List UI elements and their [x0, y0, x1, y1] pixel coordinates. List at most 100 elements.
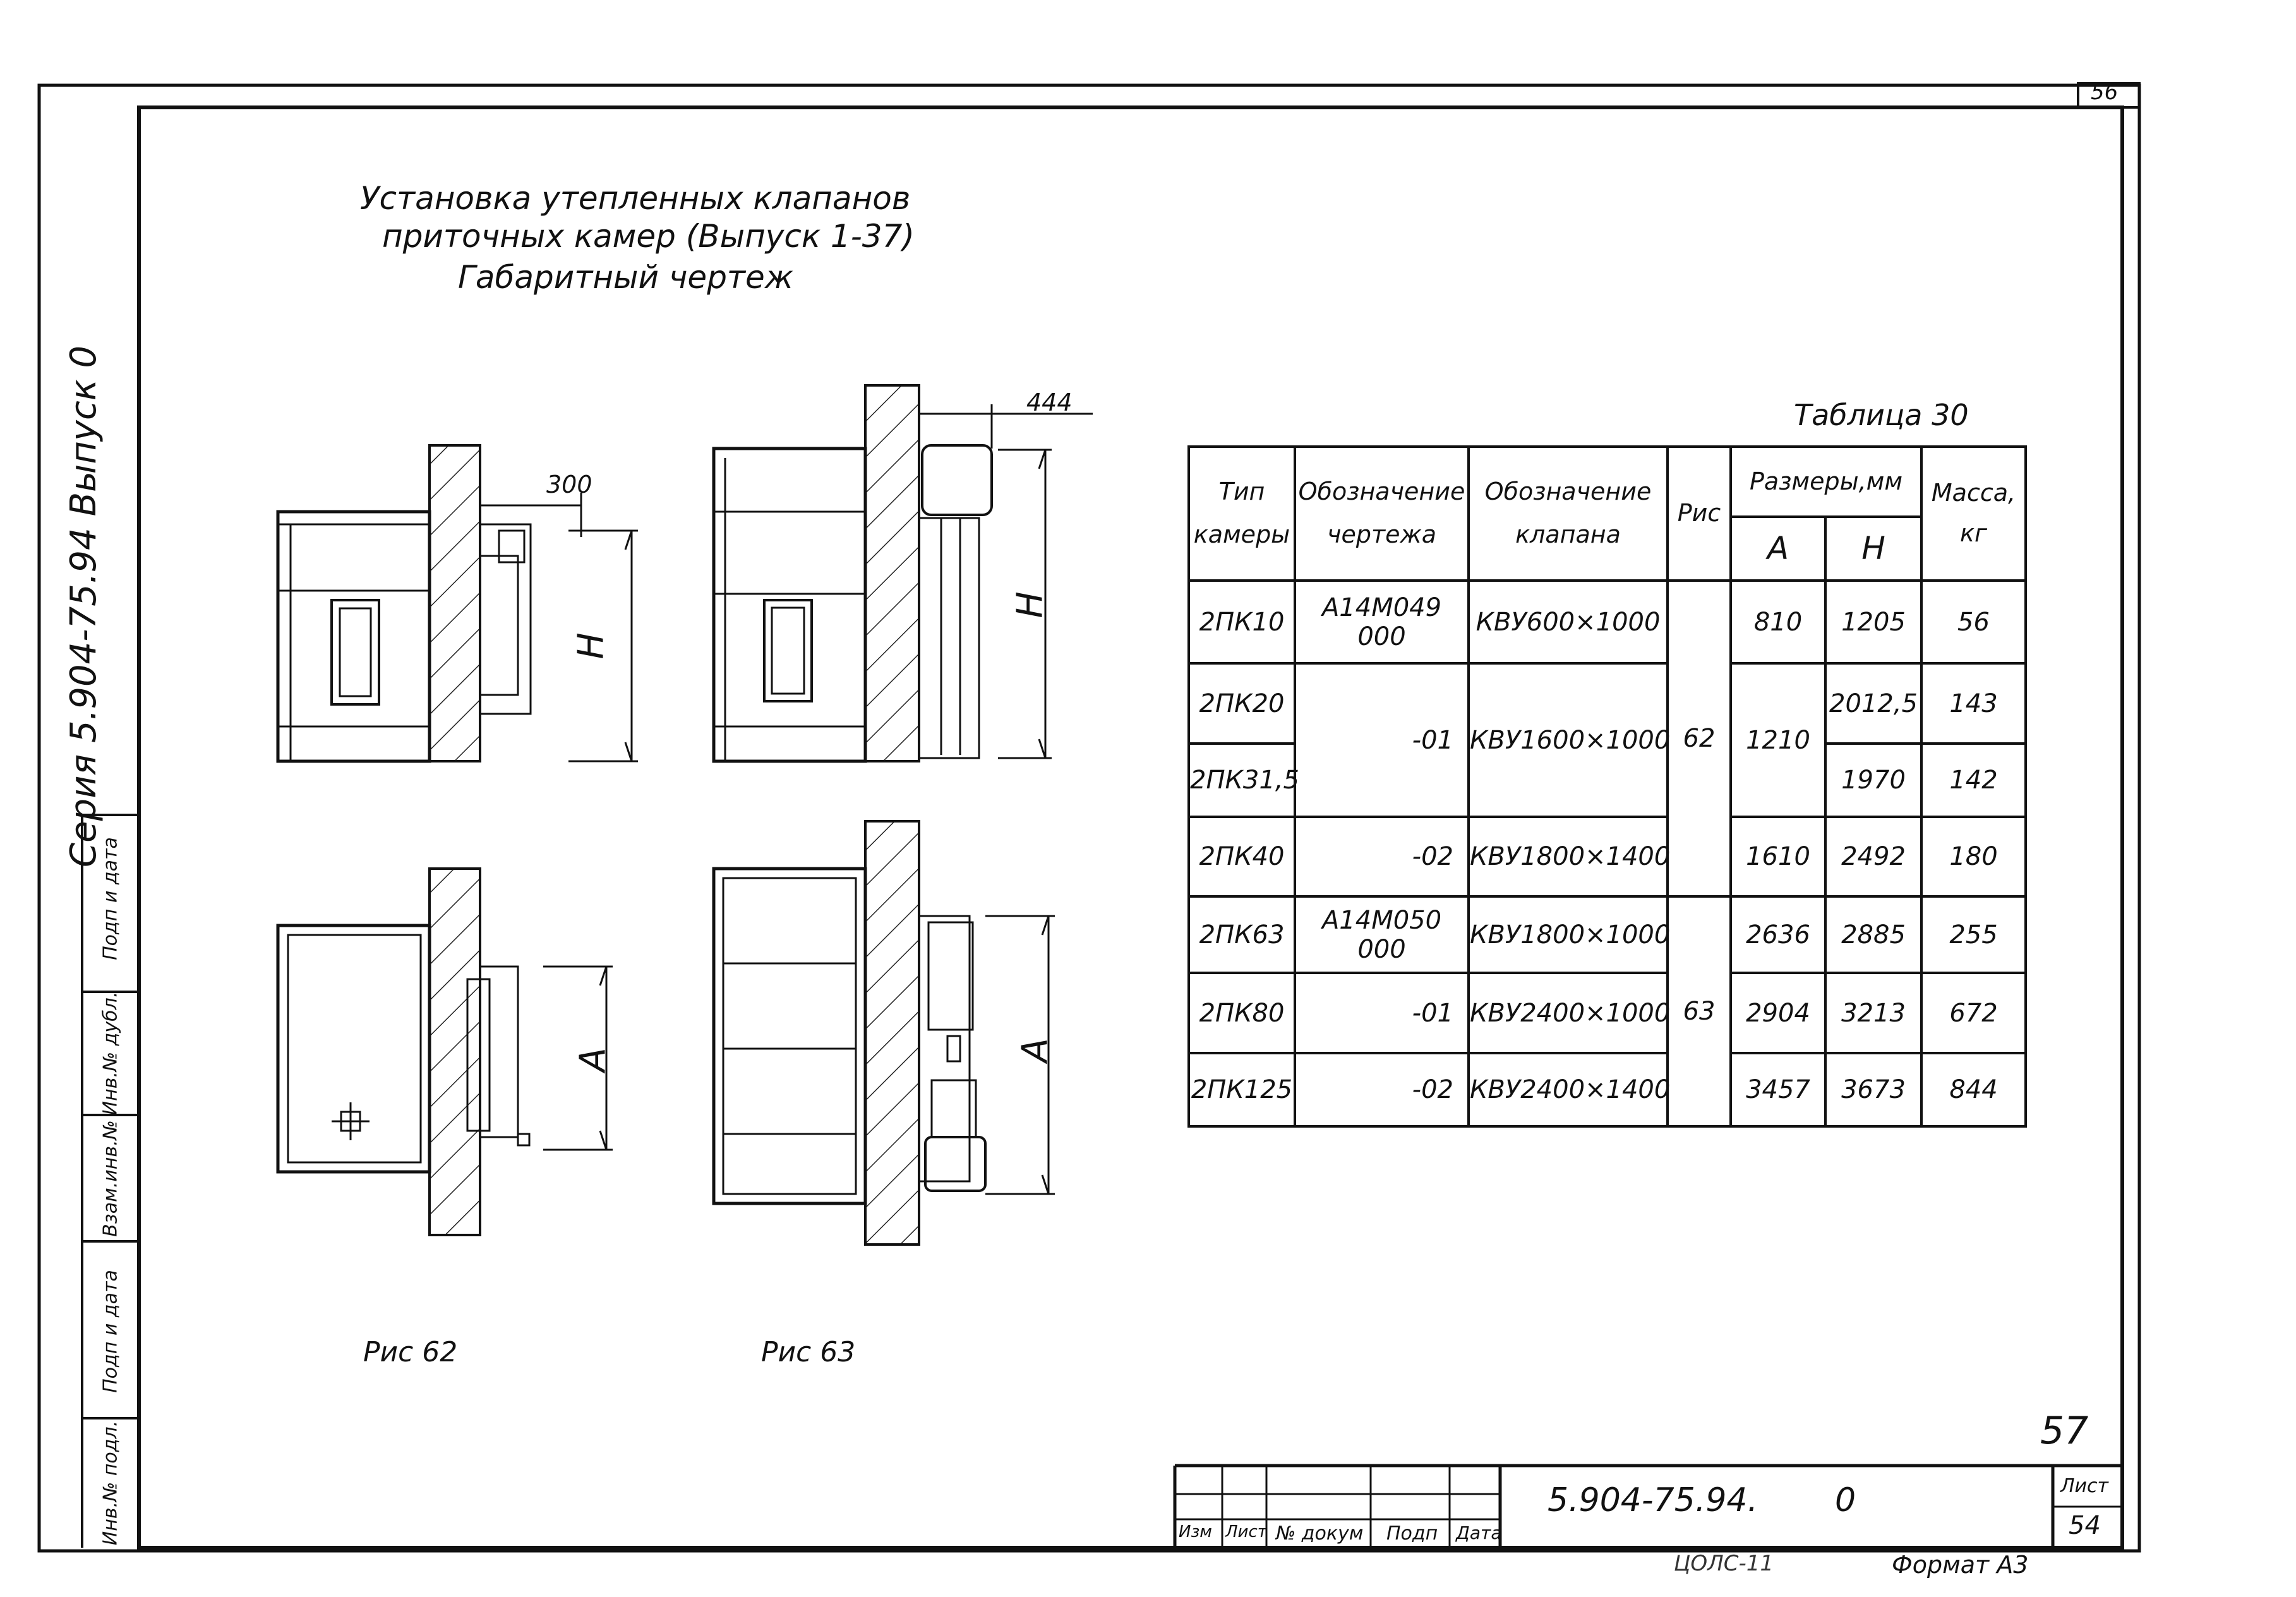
fig62-bottom-drawing [276, 867, 613, 1236]
cell-valve: КВУ1800×1000 [1467, 895, 1670, 975]
cell-mass: 143 [1920, 662, 2027, 745]
side-stamp-inv-podl: Инв.№ подл. [99, 1420, 122, 1546]
cell-type: 2ПК20 [1187, 662, 1296, 745]
table-caption: Таблица 30 [1794, 398, 1969, 432]
dim-444: 444 [1026, 389, 1073, 416]
fig63-top-drawing [712, 384, 1093, 763]
inner-frame [137, 105, 2124, 1550]
table-row: 2ПК63 А14М050 000 КВУ1800×1000 63 2636 2… [1187, 895, 2027, 1128]
tb-col-doc: № докум [1276, 1522, 1364, 1545]
title-line-1: Установка утепленных клапанов [360, 180, 911, 217]
cell-fig: 63 [1666, 895, 1732, 1128]
dim-a-fig63: A [1014, 1038, 1056, 1063]
side-stamp-vzam-inv: Взам.инв.№ [99, 1120, 122, 1237]
copy-mark: ЦОЛС-11 [1674, 1551, 1774, 1576]
header-valve-line1: Обозначение [1484, 478, 1652, 506]
table-row: 2ПК20 -01 КВУ1600×1000 1210 2012,5 143 [1187, 662, 2027, 818]
dim-h-fig62: H [570, 632, 612, 660]
header-mass: Масса, кг [1920, 445, 2027, 582]
title-block-grid [1173, 1464, 2122, 1548]
spec-table: Тип камеры Обозначение чертежа Обозначен… [1187, 445, 2027, 1128]
cell-h: 2492 [1824, 815, 1923, 898]
fig62-label: Рис 62 [363, 1336, 458, 1368]
side-stamp-podp-data-2: Подп и дата [99, 1270, 122, 1393]
cell-valve: КВУ1800×1400 [1467, 815, 1670, 898]
fig63-label: Рис 63 [761, 1336, 856, 1368]
fig63-bottom-drawing [712, 820, 1055, 1246]
header-drawing-line2: чертежа [1327, 521, 1436, 549]
header-dim-a: A [1729, 515, 1827, 582]
cell-type: 2ПК40 [1187, 815, 1296, 898]
title-line-2: приточных камер (Выпуск 1-37) [382, 218, 915, 255]
cell-type: 2ПК31,5 [1187, 742, 1299, 818]
fig62-top-drawing [276, 444, 638, 763]
cell-type: 2ПК10 [1187, 579, 1296, 665]
cell-a: 2904 [1729, 972, 1827, 1054]
header-fig: Рис [1666, 445, 1732, 582]
cell-mass: 142 [1920, 742, 2027, 818]
dim-300: 300 [546, 471, 592, 498]
cell-valve: КВУ1600×1000 [1467, 662, 1670, 818]
format-label: Формат А3 [1892, 1551, 2029, 1579]
side-series-label: Серия 5.904-75.94 Выпуск 0 [63, 345, 104, 868]
header-mass-line2: кг [1960, 519, 1987, 548]
top-mark-box [2077, 82, 2141, 109]
cell-h: 2012,5 [1824, 662, 1923, 745]
doc-code: 5.904-75.94. [1548, 1481, 1758, 1519]
cell-mass: 672 [1920, 972, 2027, 1054]
side-stamp-podp-data-1: Подп и дата [99, 837, 122, 960]
dim-a-fig62: A [572, 1047, 614, 1072]
top-mark: 56 [2091, 80, 2119, 105]
cell-valve: КВУ2400×1000 [1467, 972, 1670, 1054]
side-stamp-column [81, 814, 139, 1548]
outer-frame [37, 83, 2141, 1553]
cell-h: 3673 [1824, 1051, 1923, 1128]
header-dim-h: H [1824, 515, 1923, 582]
sheet-label: Лист [2060, 1475, 2109, 1497]
cell-a: 1610 [1729, 815, 1827, 898]
tb-col-date: Дата [1456, 1522, 1502, 1543]
table-row: 2ПК31,5 1970 142 [1187, 742, 2027, 818]
cell-drawing: -01 [1294, 662, 1470, 818]
header-type: Тип камеры [1187, 445, 1296, 582]
cell-h: 3213 [1824, 972, 1923, 1054]
cell-mass: 255 [1920, 895, 2027, 975]
cell-mass: 180 [1920, 815, 2027, 898]
cell-drawing: -01 [1294, 972, 1470, 1054]
cell-type: 2ПК80 [1187, 972, 1296, 1054]
cell-drawing: -02 [1294, 815, 1470, 898]
header-valve-line2: клапана [1515, 521, 1621, 549]
cell-h: 1970 [1824, 742, 1923, 818]
header-type-line1: Тип [1218, 478, 1265, 506]
cell-a: 3457 [1729, 1051, 1827, 1128]
cell-drawing: А14М049 000 [1294, 579, 1470, 665]
side-stamp-inv-dubl: Инв.№ дубл. [99, 991, 122, 1116]
tb-col-izm: Изм [1179, 1522, 1212, 1541]
header-drawing: Обозначение чертежа [1294, 445, 1470, 582]
cell-fig: 62 [1666, 579, 1732, 898]
cell-a: 810 [1729, 579, 1827, 665]
header-dims: Размеры,мм [1729, 445, 1923, 519]
doc-issue: 0 [1835, 1481, 1856, 1519]
tb-col-list: Лист [1225, 1522, 1267, 1541]
cell-drawing: -02 [1294, 1051, 1470, 1128]
sheet-number: 54 [2069, 1511, 2101, 1540]
tb-col-sign: Подп [1386, 1522, 1438, 1545]
header-type-line2: камеры [1193, 521, 1290, 549]
cell-drawing: А14М050 000 [1294, 895, 1470, 975]
cell-a: 1210 [1729, 662, 1827, 818]
table-row: 2ПК80 -01 КВУ2400×1000 2904 3213 672 [1187, 972, 2027, 1054]
cell-h: 1205 [1824, 579, 1923, 665]
header-valve: Обозначение клапана [1467, 445, 1669, 582]
page-number-handwritten: 57 [2040, 1409, 2089, 1453]
title-line-3: Габаритный чертеж [458, 259, 793, 296]
header-mass-line1: Масса, [1931, 479, 2016, 507]
table-row: 2ПК125 -02 КВУ2400×1400 3457 3673 844 [1187, 1051, 2027, 1128]
cell-h: 2885 [1824, 895, 1923, 975]
cell-a: 2636 [1729, 895, 1827, 975]
cell-type: 2ПК63 [1187, 895, 1296, 975]
cell-valve: КВУ2400×1400 [1467, 1051, 1670, 1128]
cell-type: 2ПК125 [1187, 1051, 1296, 1128]
dim-h-fig63: H [1009, 591, 1051, 618]
